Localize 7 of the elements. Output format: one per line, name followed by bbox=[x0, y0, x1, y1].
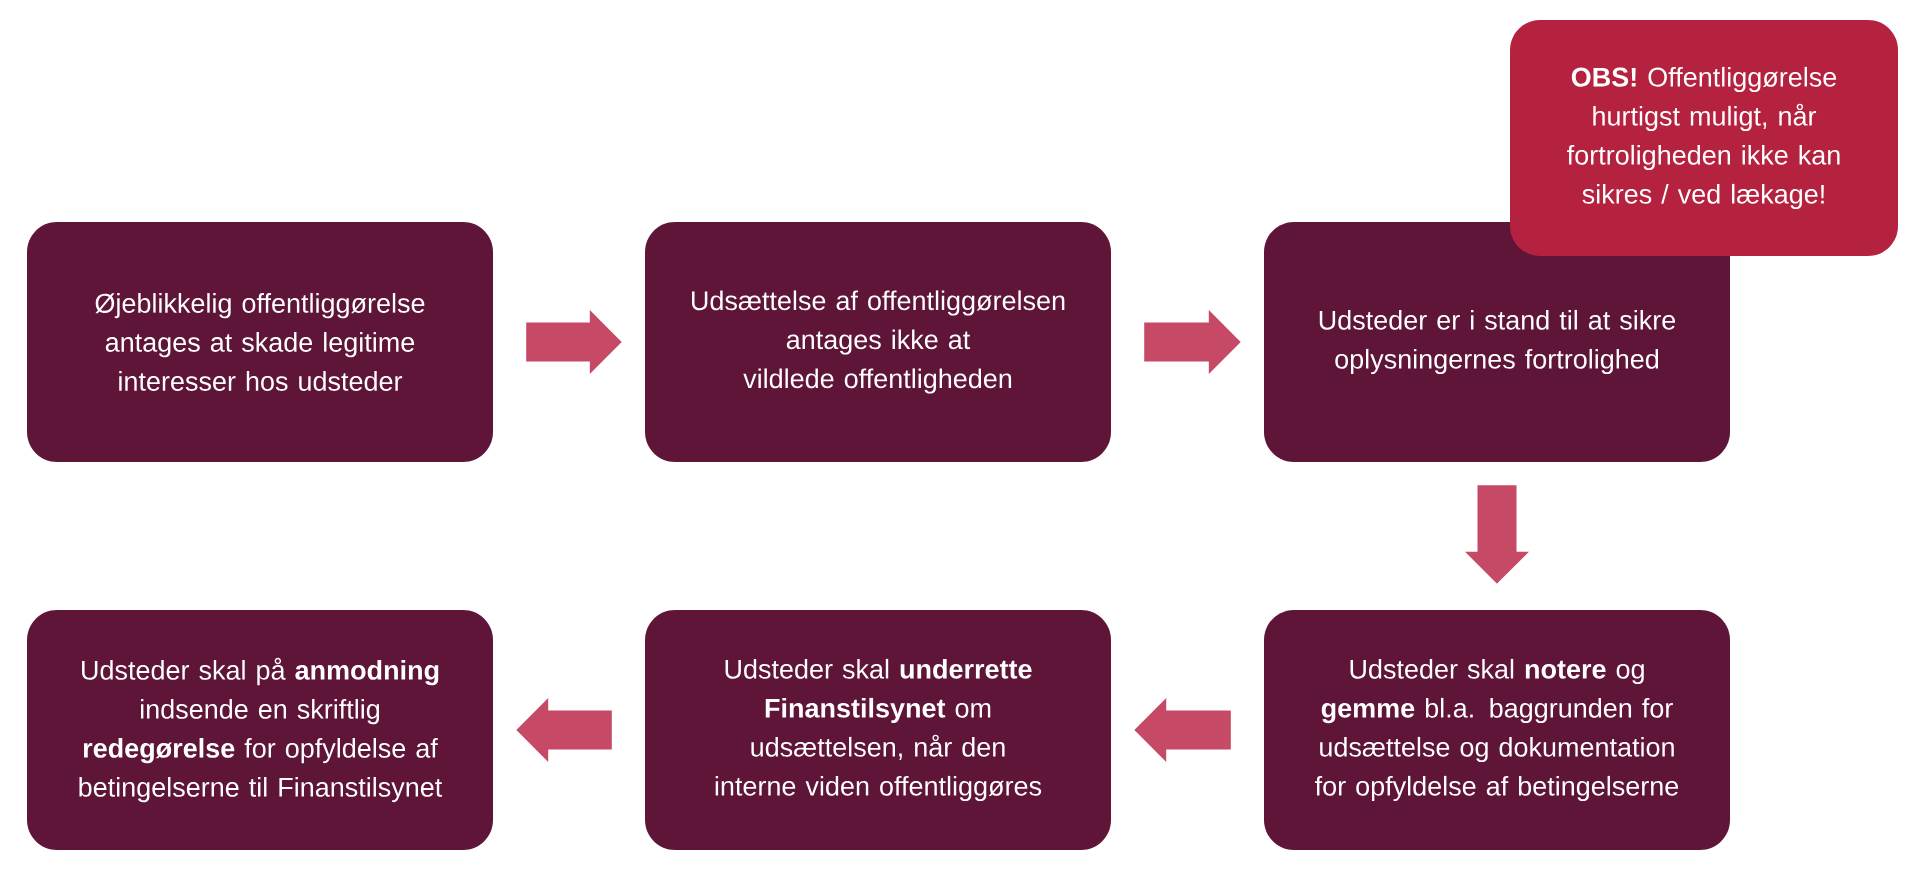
note-box: OBS! Offentliggørelse hurtigst muligt, når fortroligheden ikke kan sikres / ved lækage! bbox=[1510, 20, 1898, 256]
process-box: Udsteder skal notere og gemme bl.a. baggrunden for udsættelse og dokumentation for opfyldelse af betingelserne bbox=[1264, 610, 1730, 850]
process-box: Udsættelse af offentliggørelsen antages ikke at vildlede offentligheden bbox=[645, 222, 1111, 462]
process-box: Udsteder skal underrette Finanstilsynet om udsættelsen, når den interne viden offentliggøres bbox=[645, 610, 1111, 850]
process-box: Udsteder skal på anmodning indsende en skriftlig redegørelse for opfyldelse af betingelserne til Finanstilsynet bbox=[27, 610, 493, 850]
process-box: Øjeblikkelig offentliggørelse antages at skade legitime interesser hos udsteder bbox=[27, 222, 493, 462]
process-box: Udsteder er i stand til at sikre oplysningernes fortrolighed bbox=[1264, 222, 1730, 462]
